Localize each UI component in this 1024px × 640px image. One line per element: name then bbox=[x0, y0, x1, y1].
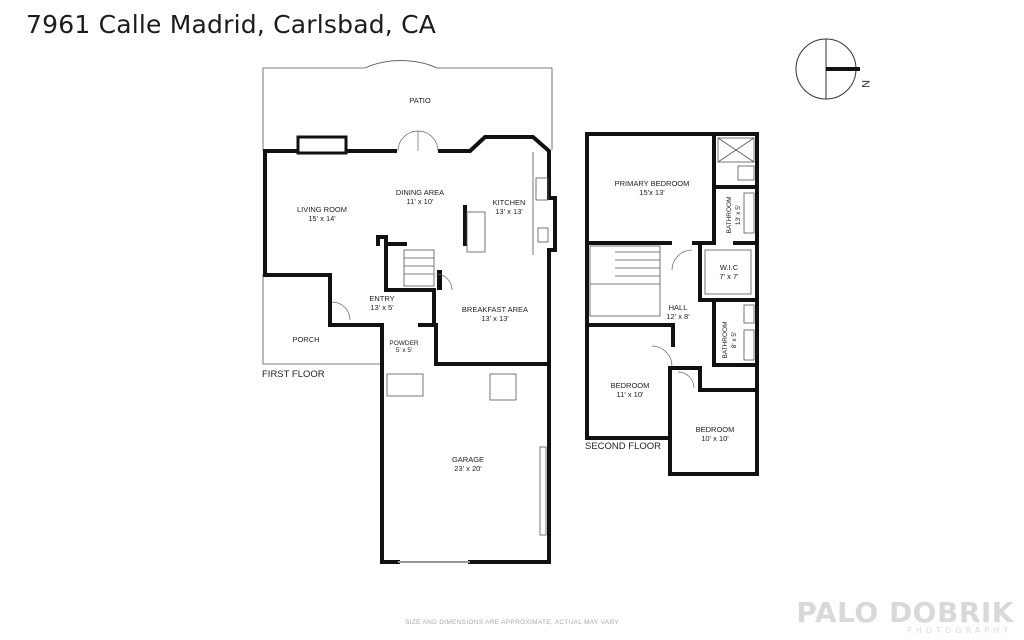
room-dims-primary-bath: 13' x 5' bbox=[735, 205, 742, 225]
wall-north bbox=[263, 135, 551, 182]
wall-bedroom-2 bbox=[668, 366, 759, 392]
front-door-icon bbox=[331, 301, 351, 321]
patio-door-icon bbox=[397, 130, 439, 152]
room-dims-bedroom-1: 11' x 10' bbox=[617, 390, 644, 399]
wall-entry-stair bbox=[376, 235, 436, 327]
entry-door-icon bbox=[435, 273, 453, 291]
garage-storage bbox=[386, 373, 424, 397]
bedroom2-door-icon bbox=[677, 371, 695, 389]
wall-powder bbox=[380, 323, 438, 366]
second-floor: PRIMARY BEDROOM 15'x 13' BATHROOM 13' x … bbox=[585, 132, 759, 476]
compass-icon: N bbox=[795, 38, 871, 100]
patio-outline bbox=[262, 60, 553, 151]
room-label-porch: PORCH bbox=[292, 335, 319, 344]
room-label-wic: W.I.C bbox=[720, 263, 739, 272]
first-floor: PATIO LIVING ROOM 15' x 14' DINING AREA … bbox=[262, 60, 557, 564]
room-dims-powder: 5' x 5' bbox=[396, 347, 413, 354]
room-dims-living: 15' x 14' bbox=[308, 214, 336, 223]
wall-west bbox=[263, 149, 384, 327]
primary-door-icon bbox=[671, 249, 693, 271]
kitchen-fixtures bbox=[532, 152, 549, 255]
room-label-primary-bath: BATHROOM bbox=[726, 196, 733, 233]
porch-outline bbox=[262, 274, 382, 365]
entry-column bbox=[437, 270, 442, 290]
wall-bedroom-1 bbox=[585, 323, 675, 440]
room-dims-wic: 7' x 7' bbox=[719, 272, 739, 281]
garage-shelf bbox=[539, 446, 547, 536]
room-label-patio: PATIO bbox=[409, 96, 431, 105]
first-floor-label: FIRST FLOOR bbox=[262, 369, 325, 380]
room-label-hall-bath: BATHROOM bbox=[722, 321, 729, 358]
room-dims-bedroom-2: 10' x 10' bbox=[701, 434, 729, 443]
fireplace bbox=[296, 135, 348, 155]
wall-garage bbox=[380, 362, 551, 564]
second-floor-label: SECOND FLOOR bbox=[585, 441, 661, 452]
room-label-bedroom-1: BEDROOM bbox=[611, 381, 650, 390]
bedroom1-door-icon bbox=[651, 345, 673, 367]
brand-subtitle: PHOTOGRAPHY bbox=[907, 626, 1012, 635]
room-label-hall: HALL bbox=[669, 303, 688, 312]
wall-hall-bathroom bbox=[712, 298, 759, 367]
room-label-breakfast: BREAKFAST AREA bbox=[462, 305, 528, 314]
room-dims-breakfast: 13' x 13' bbox=[481, 314, 509, 323]
room-label-living: LIVING ROOM bbox=[297, 205, 347, 214]
room-dims-hall: 12' x 8' bbox=[666, 312, 690, 321]
room-dims-hall-bath: 8' x 5' bbox=[731, 332, 738, 349]
room-dims-entry: 13' x 5' bbox=[370, 303, 394, 312]
room-label-primary-bedroom: PRIMARY BEDROOM bbox=[615, 179, 690, 188]
room-dims-dining: 11' x 10' bbox=[407, 197, 434, 206]
stairs-second-floor bbox=[589, 245, 661, 317]
room-dims-kitchen: 13' x 13' bbox=[495, 207, 523, 216]
room-label-entry: ENTRY bbox=[369, 294, 394, 303]
wall-kitchen-island bbox=[376, 205, 467, 246]
room-dims-primary-bedroom: 15'x 13' bbox=[639, 188, 665, 197]
wall-kitchen-bay bbox=[547, 196, 557, 252]
room-label-dining: DINING AREA bbox=[396, 188, 444, 197]
brand-logo: PALO DOBRIK bbox=[796, 596, 1014, 629]
room-label-garage: GARAGE bbox=[452, 455, 484, 464]
compass-north-label: N bbox=[859, 80, 871, 88]
page-title: 7961 Calle Madrid, Carlsbad, CA bbox=[26, 10, 437, 39]
wall-wic bbox=[698, 241, 759, 302]
room-label-powder: POWDER bbox=[389, 340, 419, 347]
stairs-first-floor bbox=[403, 211, 486, 287]
garage-fixture bbox=[489, 373, 517, 401]
room-dims-garage: 23' x 20' bbox=[454, 464, 482, 473]
disclaimer-note: SIZE AND DIMENSIONS ARE APPROXIMATE, ACT… bbox=[405, 619, 619, 626]
room-label-kitchen: KITCHEN bbox=[493, 198, 526, 207]
room-label-bedroom-2: BEDROOM bbox=[696, 425, 735, 434]
bath-fixtures bbox=[704, 137, 755, 361]
